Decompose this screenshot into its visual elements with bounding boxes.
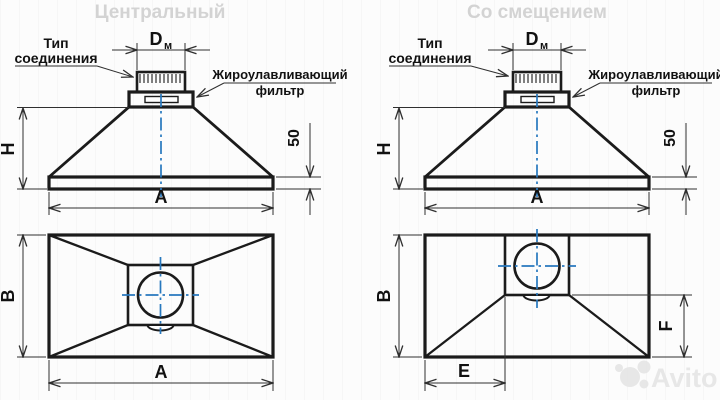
callout-grease-filter-line1: Жироулавливающий: [211, 67, 347, 82]
ext-line-b: [393, 234, 422, 358]
front-view-offset: D м Тип соединения Жироулавливающий филь…: [374, 29, 720, 215]
plan-fold-lines: [48, 233, 274, 359]
plan-view-central: B A: [0, 233, 275, 391]
ext-line-b: [17, 234, 46, 358]
duct-opening-mesh: [136, 271, 185, 319]
dim-label-d: D: [526, 29, 539, 49]
watermark: Avito: [615, 360, 718, 393]
watermark-logo-circle: [620, 367, 640, 387]
crosshair-center-line: [122, 257, 199, 334]
ext-line-50: [652, 176, 697, 190]
dim-label-h: H: [0, 143, 18, 156]
callout-connection-type-line2: соединения: [14, 50, 97, 66]
plan-outline: [47, 233, 275, 359]
dim-label-f: F: [656, 321, 676, 332]
leader-connection-type: [96, 65, 133, 77]
title-offset: Со смещением: [467, 2, 607, 23]
callout-connection-type-line2: соединения: [388, 50, 471, 66]
watermark-brand: Avito: [651, 363, 718, 393]
ext-line-50: [276, 176, 321, 190]
hood-cone: [48, 105, 274, 179]
leader-connection-type: [470, 65, 508, 76]
dim-label-50: 50: [662, 129, 679, 147]
dim-label-b: B: [374, 290, 394, 303]
callout-connection-type-line1: Тип: [417, 35, 442, 51]
dim-label-d: D: [150, 29, 163, 49]
front-view-central: D м Тип соединения Жироулавливающий филь…: [0, 29, 348, 215]
watermark-logo-circle: [615, 364, 623, 372]
plan-fold-lines: [424, 294, 650, 358]
dim-label-a: A: [531, 187, 544, 207]
callout-grease-filter-line2: фильтр: [632, 83, 681, 98]
callout-connection-type-line1: Тип: [43, 35, 68, 51]
leader-grease-filter: [197, 82, 225, 97]
plan-view-offset: B E F: [374, 229, 692, 391]
dim-label-b: B: [0, 290, 18, 303]
callout-grease-filter-line1: Жироулавливающий: [587, 67, 720, 82]
dim-label-d-sub: м: [164, 40, 172, 52]
leader-grease-filter: [573, 82, 601, 97]
dim-label-e: E: [458, 361, 470, 381]
dim-label-50: 50: [286, 129, 303, 147]
crosshair-center-line: [498, 229, 576, 308]
dim-label-h: H: [374, 143, 394, 156]
title-central: Центральный: [95, 2, 226, 23]
watermark-logo-circle: [637, 360, 651, 374]
watermark-logo-circle: [639, 379, 649, 389]
filter-handle-notch: [522, 294, 551, 302]
hood-cone: [424, 105, 650, 179]
callout-grease-filter-line2: фильтр: [256, 83, 305, 98]
dim-label-a: A: [155, 187, 168, 207]
dim-label-a: A: [155, 362, 168, 382]
dim-label-d-sub: м: [540, 40, 548, 52]
duct-crimp-ticks: [139, 74, 181, 83]
duct-crimp-ticks: [515, 74, 557, 83]
